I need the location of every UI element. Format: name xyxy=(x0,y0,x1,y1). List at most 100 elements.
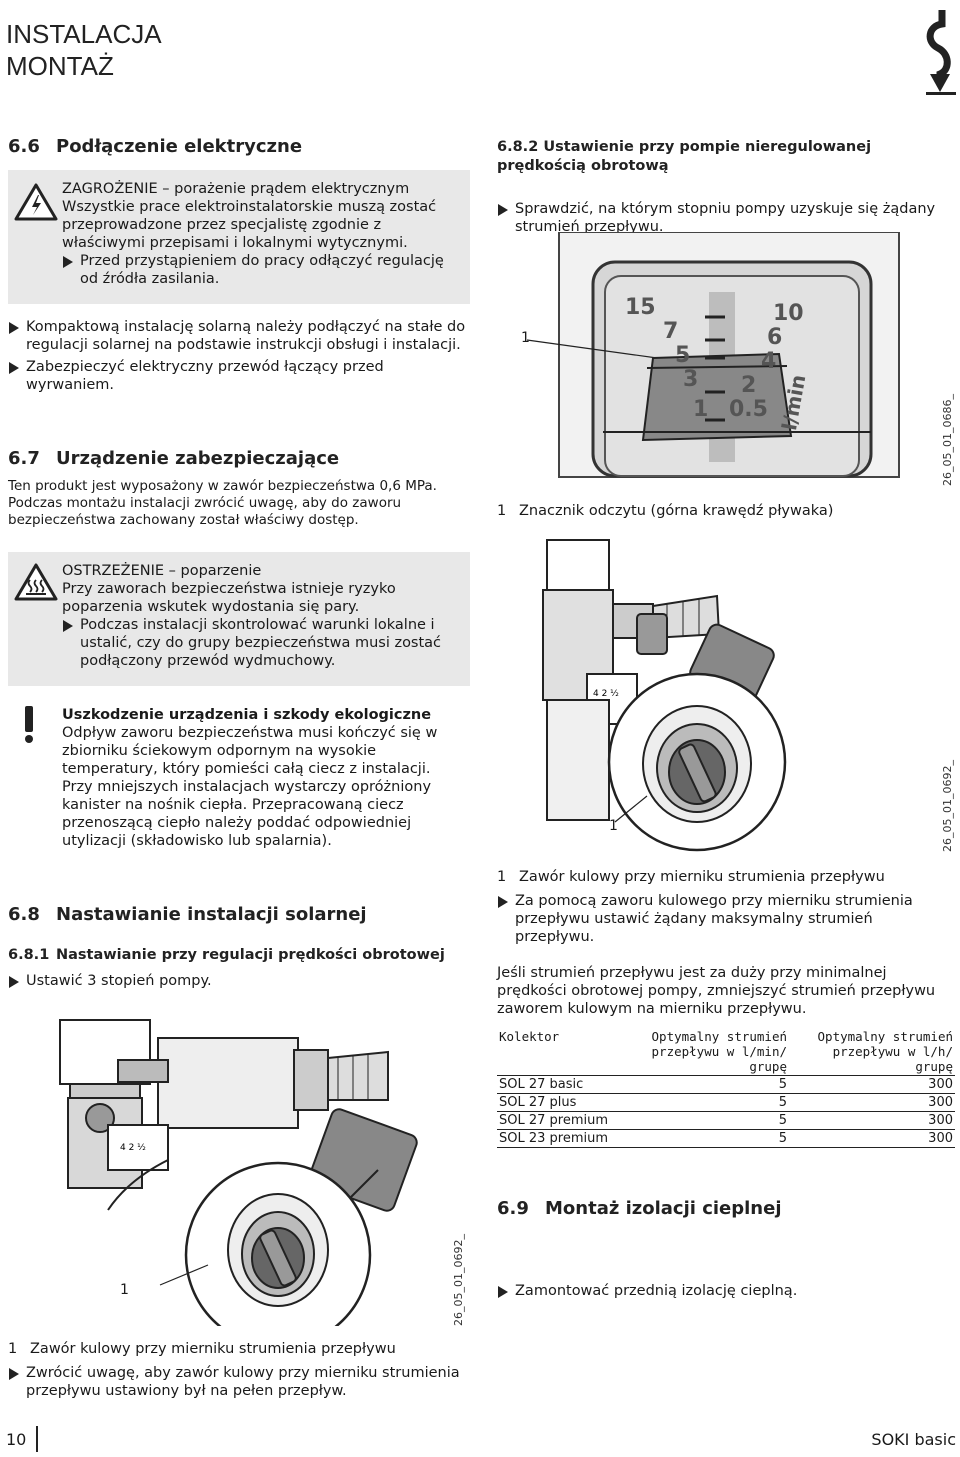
table-header: Optymalny strumień przepływu w l/h/ grup… xyxy=(817,1029,953,1074)
danger-instruction: Przed przystąpieniem do pracy odłączyć r… xyxy=(62,252,464,288)
gauge-tick-label: 7 xyxy=(663,319,679,344)
section-title: Nastawianie przy regulacji prędkości obr… xyxy=(56,947,445,963)
table-row: SOL 27 basic 5 300 xyxy=(497,1076,955,1094)
svg-text:4 2 ½: 4 2 ½ xyxy=(120,1143,146,1153)
table-cell: 300 xyxy=(928,1077,953,1092)
section-title: Podłączenie elektryczne xyxy=(56,136,303,157)
gauge-tick-label: 2 xyxy=(741,373,757,398)
paragraph-flow-reduce: Jeśli strumień przepływu jest za duży pr… xyxy=(497,965,936,1017)
section-number: 6.8.1 xyxy=(8,947,50,963)
table-cell: SOL 23 premium xyxy=(499,1131,609,1146)
ball-valve-drawing: 4 2 ½ xyxy=(59,1019,418,1326)
caption-number: 1 xyxy=(497,869,507,885)
section-number: 6.9 xyxy=(497,1198,529,1219)
table-cell: 5 xyxy=(778,1095,787,1110)
section-title: Nastawianie instalacji solarnej xyxy=(56,904,367,925)
electric-hazard-icon xyxy=(14,183,58,221)
section-title: Montaż izolacji cieplnej xyxy=(545,1198,782,1219)
gauge-tick-label: 6 xyxy=(767,325,783,350)
brand-logo xyxy=(926,10,956,95)
figure-label: 1 xyxy=(120,1282,129,1298)
section-title: Ustawienie przy pompie nieregulowanej pr… xyxy=(497,139,872,174)
instruction-item: Za pomocą zaworu kulowego przy mierniku … xyxy=(497,892,952,946)
danger-text: Wszystkie prace elektroinstalatorskie mu… xyxy=(62,199,437,251)
gauge-tick-label: 15 xyxy=(625,295,656,320)
instruction-item: Zabezpieczyć elektryczny przewód łączący… xyxy=(8,358,470,394)
gauge-scale-right: 10 6 4 2 0.5 xyxy=(729,301,804,422)
table-row: SOL 27 plus 5 300 xyxy=(497,1094,955,1112)
figure-flow-gauge: 15 7 5 3 1 10 6 4 2 0.5 l/min 1 26_05_01… xyxy=(497,232,957,494)
header-title: INSTALACJA MONTAŻ xyxy=(6,18,162,82)
instruction-item: Sprawdzić, na którym stopniu pompy uzysk… xyxy=(497,200,952,236)
section-title: Urządzenie zabezpieczające xyxy=(56,448,340,469)
table-header: Optymalny strumień przepływu w l/min/ gr… xyxy=(651,1029,787,1074)
paragraph: Ten produkt jest wyposażony w zawór bezp… xyxy=(8,478,437,494)
table-cell: SOL 27 plus xyxy=(499,1095,577,1110)
table-header: Kolektor xyxy=(499,1029,560,1044)
notice-title: Uszkodzenie urządzenia i szkody ekologic… xyxy=(62,707,432,723)
instruction-item: Kompaktową instalację solarną należy pod… xyxy=(8,318,470,354)
footer-product-name: SOKI basic xyxy=(871,1430,956,1449)
section-6-7-heading: 6.7 Urządzenie zabezpieczające xyxy=(8,448,339,469)
caption-number: 1 xyxy=(8,1341,18,1357)
gauge-tick-label: 10 xyxy=(773,301,804,326)
ball-valve-drawing: 4 2 ½ xyxy=(542,539,787,852)
danger-title: ZAGROŻENIE – porażenie prądem elektryczn… xyxy=(62,181,410,197)
paragraph: Podczas montażu instalacji zwrócić uwagę… xyxy=(8,495,402,528)
gauge-tick-label: 1 xyxy=(693,397,709,422)
section-6-6-instructions: Kompaktową instalację solarną należy pod… xyxy=(8,318,470,394)
table-cell: 300 xyxy=(928,1131,953,1146)
caption-text: Zawór kulowy przy mierniku strumienia pr… xyxy=(30,1341,396,1357)
header-line2: MONTAŻ xyxy=(6,51,114,81)
figure-right-caption: 1 Zawór kulowy przy mierniku strumienia p… xyxy=(497,868,952,946)
warning-text: Przy zaworach bezpieczeństwa istnieje ry… xyxy=(62,581,396,615)
flow-rate-table: Kolektor Optymalny strumień przepływu w … xyxy=(497,1028,955,1148)
svg-text:4 2 ½: 4 2 ½ xyxy=(593,689,619,699)
figure-left-caption: 1 Zawór kulowy przy mierniku strumienia p… xyxy=(8,1340,470,1400)
caption-text: Znacznik odczytu (górna krawędź pływaka) xyxy=(519,503,834,519)
section-number: 6.8 xyxy=(8,904,40,925)
gauge-tick-label: 0.5 xyxy=(729,397,768,422)
table-cell: 5 xyxy=(778,1113,787,1128)
section-6-8-2-heading: 6.8.2 Ustawienie przy pompie nieregulowa… xyxy=(497,138,952,176)
danger-box-electric: ZAGROŻENIE – porażenie prądem elektryczn… xyxy=(8,170,470,304)
section-6-9-heading: 6.9 Montaż izolacji cieplnej xyxy=(497,1198,782,1219)
exclamation-icon xyxy=(25,706,33,743)
table-cell: SOL 27 premium xyxy=(499,1113,609,1128)
table-row: SOL 27 premium 5 300 xyxy=(497,1112,955,1130)
flow-gauge-drawing xyxy=(526,232,900,478)
section-number: 6.8.2 xyxy=(497,139,539,155)
warning-instruction: Podczas instalacji skontrolować warunki … xyxy=(62,616,464,670)
table-cell: 300 xyxy=(928,1113,953,1128)
notice-text: Odpływ zaworu bezpieczeństwa musi kończy… xyxy=(62,725,438,849)
figure-code: 26_05_01_0692_ xyxy=(941,760,954,852)
gauge-tick-label: 4 xyxy=(761,349,777,374)
page-number: 10 xyxy=(6,1430,27,1449)
figure-gauge-caption: 1 Znacznik odczytu (górna krawędź pływaka… xyxy=(497,502,952,520)
gauge-tick-label: 3 xyxy=(683,367,699,392)
section-number: 6.7 xyxy=(8,448,40,469)
section-6-8-heading: 6.8 Nastawianie instalacji solarnej xyxy=(8,904,367,925)
caption-number: 1 xyxy=(497,503,507,519)
table-cell: 5 xyxy=(778,1077,787,1092)
table-cell: SOL 27 basic xyxy=(499,1077,584,1092)
gauge-scale-left: 15 7 5 3 1 xyxy=(625,296,708,422)
figure-ball-valve-left: 4 2 ½ 1 26_05_01_0692_ xyxy=(8,1000,470,1326)
table-row: SOL 23 premium 5 300 xyxy=(497,1130,955,1148)
figure-ball-valve-right: 4 2 ½ 1 26_05_01_0692_ xyxy=(497,534,957,854)
caption-text: Zawór kulowy przy mierniku strumienia pr… xyxy=(519,869,885,885)
header-line1: INSTALACJA xyxy=(6,19,162,49)
warning-box-burn: OSTRZEŻENIE – poparzenie Przy zaworach b… xyxy=(8,552,470,686)
footer-divider xyxy=(36,1426,38,1452)
table-cell: 300 xyxy=(928,1095,953,1110)
section-6-8-1-heading: 6.8.1 Nastawianie przy regulacji prędkośc… xyxy=(8,946,445,965)
figure-label: 1 xyxy=(609,818,618,834)
warning-title: OSTRZEŻENIE – poparzenie xyxy=(62,563,262,579)
instruction-item: Zamontować przednią izolację cieplną. xyxy=(497,1282,952,1300)
instruction-item: Ustawić 3 stopień pompy. xyxy=(8,972,470,990)
figure-code: 26_05_01_0686_ xyxy=(941,394,954,486)
figure-code: 26_05_01_0692_ xyxy=(452,1234,465,1326)
hot-surface-icon xyxy=(14,563,58,601)
gauge-tick-label: 5 xyxy=(675,343,691,368)
instruction-item: Zwrócić uwagę, aby zawór kulowy przy mie… xyxy=(8,1364,470,1400)
